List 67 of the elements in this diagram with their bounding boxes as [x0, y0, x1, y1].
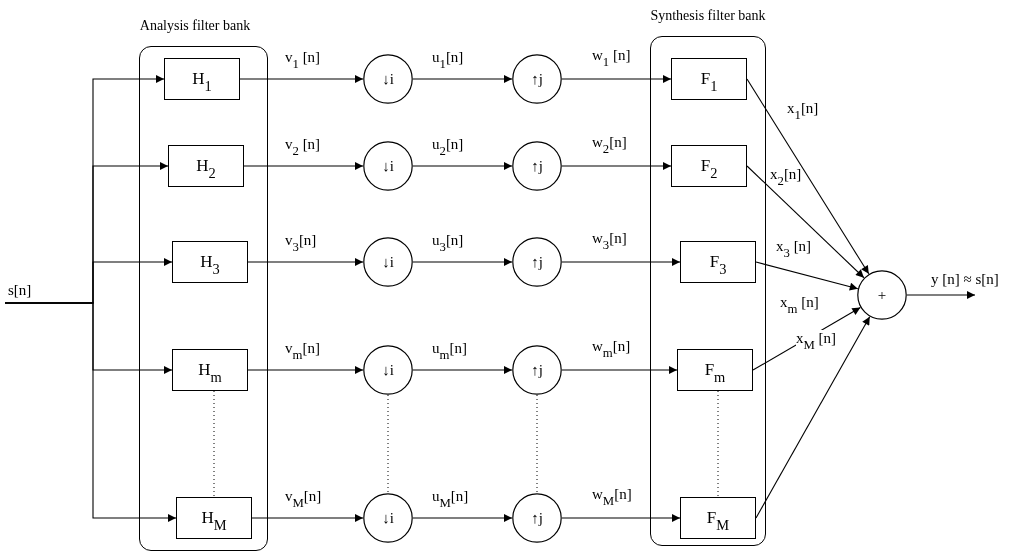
signal-label: v$_{m}$[n] [285, 340, 320, 357]
signal-label: x$_{M}$ [n] [796, 330, 837, 347]
arrow [412, 162, 513, 170]
signal-label: u$_{1}$[n] [432, 49, 464, 66]
arrow [247, 258, 364, 266]
arrow [561, 162, 672, 170]
signal-label: w$_{2}$[n] [592, 134, 627, 151]
arrow [412, 366, 513, 374]
group-title: Synthesis filter bank [649, 8, 767, 24]
signal-label: s[n] [8, 282, 32, 299]
arrow [4, 302, 177, 522]
upsampler-circle: ↑j [512, 493, 562, 543]
arrow [561, 258, 681, 266]
downsampler-circle: ↓i [363, 54, 413, 104]
signal-label: u$_{2}$[n] [432, 136, 464, 153]
signal-label: v$_{2}$ [n] [285, 136, 321, 153]
signal-label: x$_{m}$ [n] [780, 294, 819, 311]
synthesis-filter-box: F$_{M}$ [680, 497, 756, 539]
analysis-filter-box: H$_{3}$ [172, 241, 248, 283]
arrow [906, 291, 976, 299]
dotted-line [387, 394, 389, 494]
arrow [746, 165, 865, 279]
arrow [755, 316, 871, 519]
signal-label: w$_{m}$[n] [592, 338, 631, 355]
signal-label: w$_{1}$ [n] [592, 47, 631, 64]
synthesis-filter-box: F$_{m}$ [677, 349, 753, 391]
analysis-filter-box: H$_{2}$ [168, 145, 244, 187]
downsampler-circle: ↓i [363, 345, 413, 395]
analysis-filter-box: H$_{m}$ [172, 349, 248, 391]
synthesis-filter-box: F$_{2}$ [671, 145, 747, 187]
upsampler-circle: ↑j [512, 345, 562, 395]
upsampler-circle: ↑j [512, 237, 562, 287]
upsampler-circle: ↑j [512, 54, 562, 104]
analysis-filter-box: H$_{M}$ [176, 497, 252, 539]
signal-label: y [n] ≈ s[n] [931, 271, 999, 288]
signal-label: v$_{1}$ [n] [285, 49, 321, 66]
signal-label: w$_{M}$[n] [592, 486, 632, 503]
arrow [561, 75, 672, 83]
arrow [239, 75, 364, 83]
arrow [247, 366, 364, 374]
signal-label: w$_{3}$[n] [592, 230, 627, 247]
arrow [251, 514, 364, 522]
synthesis-filter-box: F$_{3}$ [680, 241, 756, 283]
signal-label: v$_{3}$[n] [285, 232, 317, 249]
signal-label: u$_{m}$[n] [432, 340, 467, 357]
arrow [412, 514, 513, 522]
downsampler-circle: ↓i [363, 493, 413, 543]
synthesis-filter-box: F$_{1}$ [671, 58, 747, 100]
signal-label: x$_{2}$[n] [770, 166, 802, 183]
arrow [412, 258, 513, 266]
signal-label: x$_{3}$ [n] [776, 238, 812, 255]
upsampler-circle: ↑j [512, 141, 562, 191]
arrow [412, 75, 513, 83]
signal-label: u$_{3}$[n] [432, 232, 464, 249]
group-title: Analysis filter bank [138, 18, 252, 34]
arrow [561, 366, 678, 374]
adder-circle: + [857, 270, 907, 320]
dotted-line [536, 394, 538, 494]
signal-label: x$_{1}$[n] [787, 100, 819, 117]
signal-label: u$_{M}$[n] [432, 488, 469, 505]
downsampler-circle: ↓i [363, 237, 413, 287]
arrow [243, 162, 364, 170]
analysis-filter-box: H$_{1}$ [164, 58, 240, 100]
downsampler-circle: ↓i [363, 141, 413, 191]
arrow [755, 261, 859, 291]
signal-label: v$_{M}$[n] [285, 488, 322, 505]
arrow [561, 514, 681, 522]
